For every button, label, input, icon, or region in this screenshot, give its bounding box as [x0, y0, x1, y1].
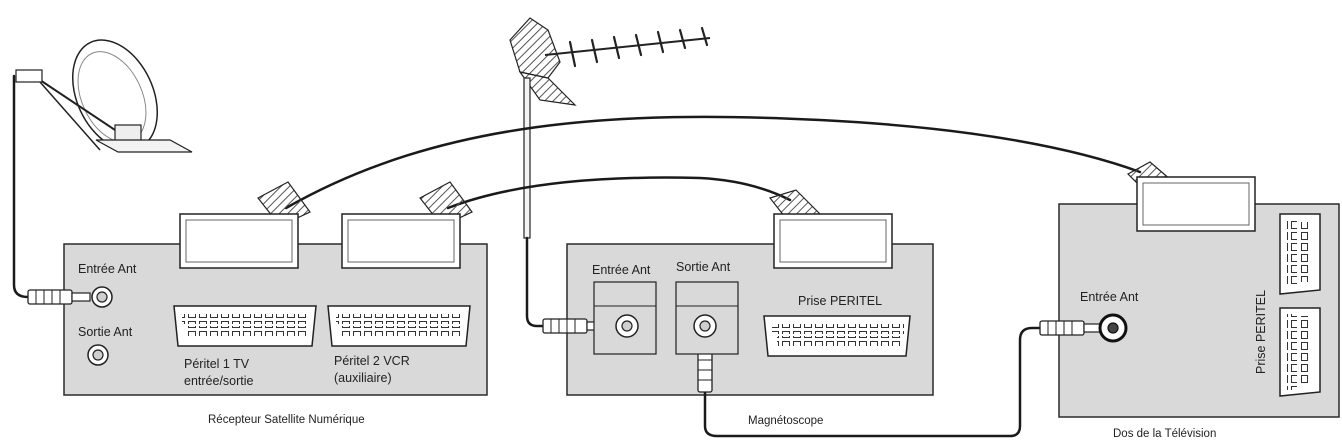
- coax-plug-tv: [1039, 320, 1105, 336]
- antenna-out-socket-vcr: [693, 314, 717, 338]
- antenna-out-socket-receiver: [87, 344, 109, 366]
- scart-socket-tv-lower: [1279, 307, 1321, 397]
- receiver-peritel2-label-1: Péritel 2 VCR: [334, 354, 410, 368]
- cable-scart-receiver-tv: [284, 115, 1142, 210]
- antenna-in-socket-tv: [1098, 313, 1128, 343]
- vcr-antenna-in-box: [593, 281, 657, 355]
- coax-plug-receiver: [27, 289, 91, 305]
- tv-antenna-icon: [509, 17, 711, 239]
- vcr-antenna-in-label: Entrée Ant: [592, 263, 651, 277]
- scart-socket-peritel2: [327, 305, 471, 347]
- tv-scart-label: Prise PERITEL: [1254, 289, 1268, 374]
- receiver-caption: Récepteur Satellite Numérique: [208, 414, 365, 426]
- cable-dish-receiver: [12, 74, 42, 299]
- cable-antenna-vcr: [525, 236, 550, 328]
- vcr-scart-label: Prise PERITEL: [798, 294, 883, 308]
- scart-socket-vcr: [763, 315, 911, 357]
- tv-caption: Dos de la Télévision: [1113, 428, 1217, 440]
- receiver-antenna-in-label: Entrée Ant: [78, 262, 137, 276]
- receiver-peritel2-label-2: (auxiliaire): [334, 371, 392, 385]
- antenna-in-socket-vcr: [615, 314, 639, 338]
- tv-antenna-in-label: Entrée Ant: [1080, 290, 1139, 304]
- scart-socket-peritel1: [173, 305, 317, 347]
- antenna-in-socket-receiver: [91, 286, 113, 308]
- scart-plug-tv: [1127, 161, 1256, 232]
- satellite-dish-icon: [15, 39, 193, 153]
- scart-plug-receiver-1: [179, 181, 311, 269]
- receiver-peritel1-label-1: Péritel 1 TV: [184, 357, 250, 371]
- scart-socket-tv-upper: [1279, 213, 1321, 295]
- receiver-peritel1-label-2: entrée/sortie: [184, 374, 254, 388]
- scart-plug-receiver-2: [341, 181, 473, 269]
- receiver-antenna-out-label: Sortie Ant: [78, 325, 133, 339]
- cable-scart-receiver-vcr: [446, 176, 792, 210]
- scart-plug-vcr: [768, 189, 893, 269]
- cable-vcr-tv: [703, 326, 1044, 438]
- vcr-antenna-out-label: Sortie Ant: [676, 260, 731, 274]
- vcr-caption: Magnétoscope: [748, 415, 824, 427]
